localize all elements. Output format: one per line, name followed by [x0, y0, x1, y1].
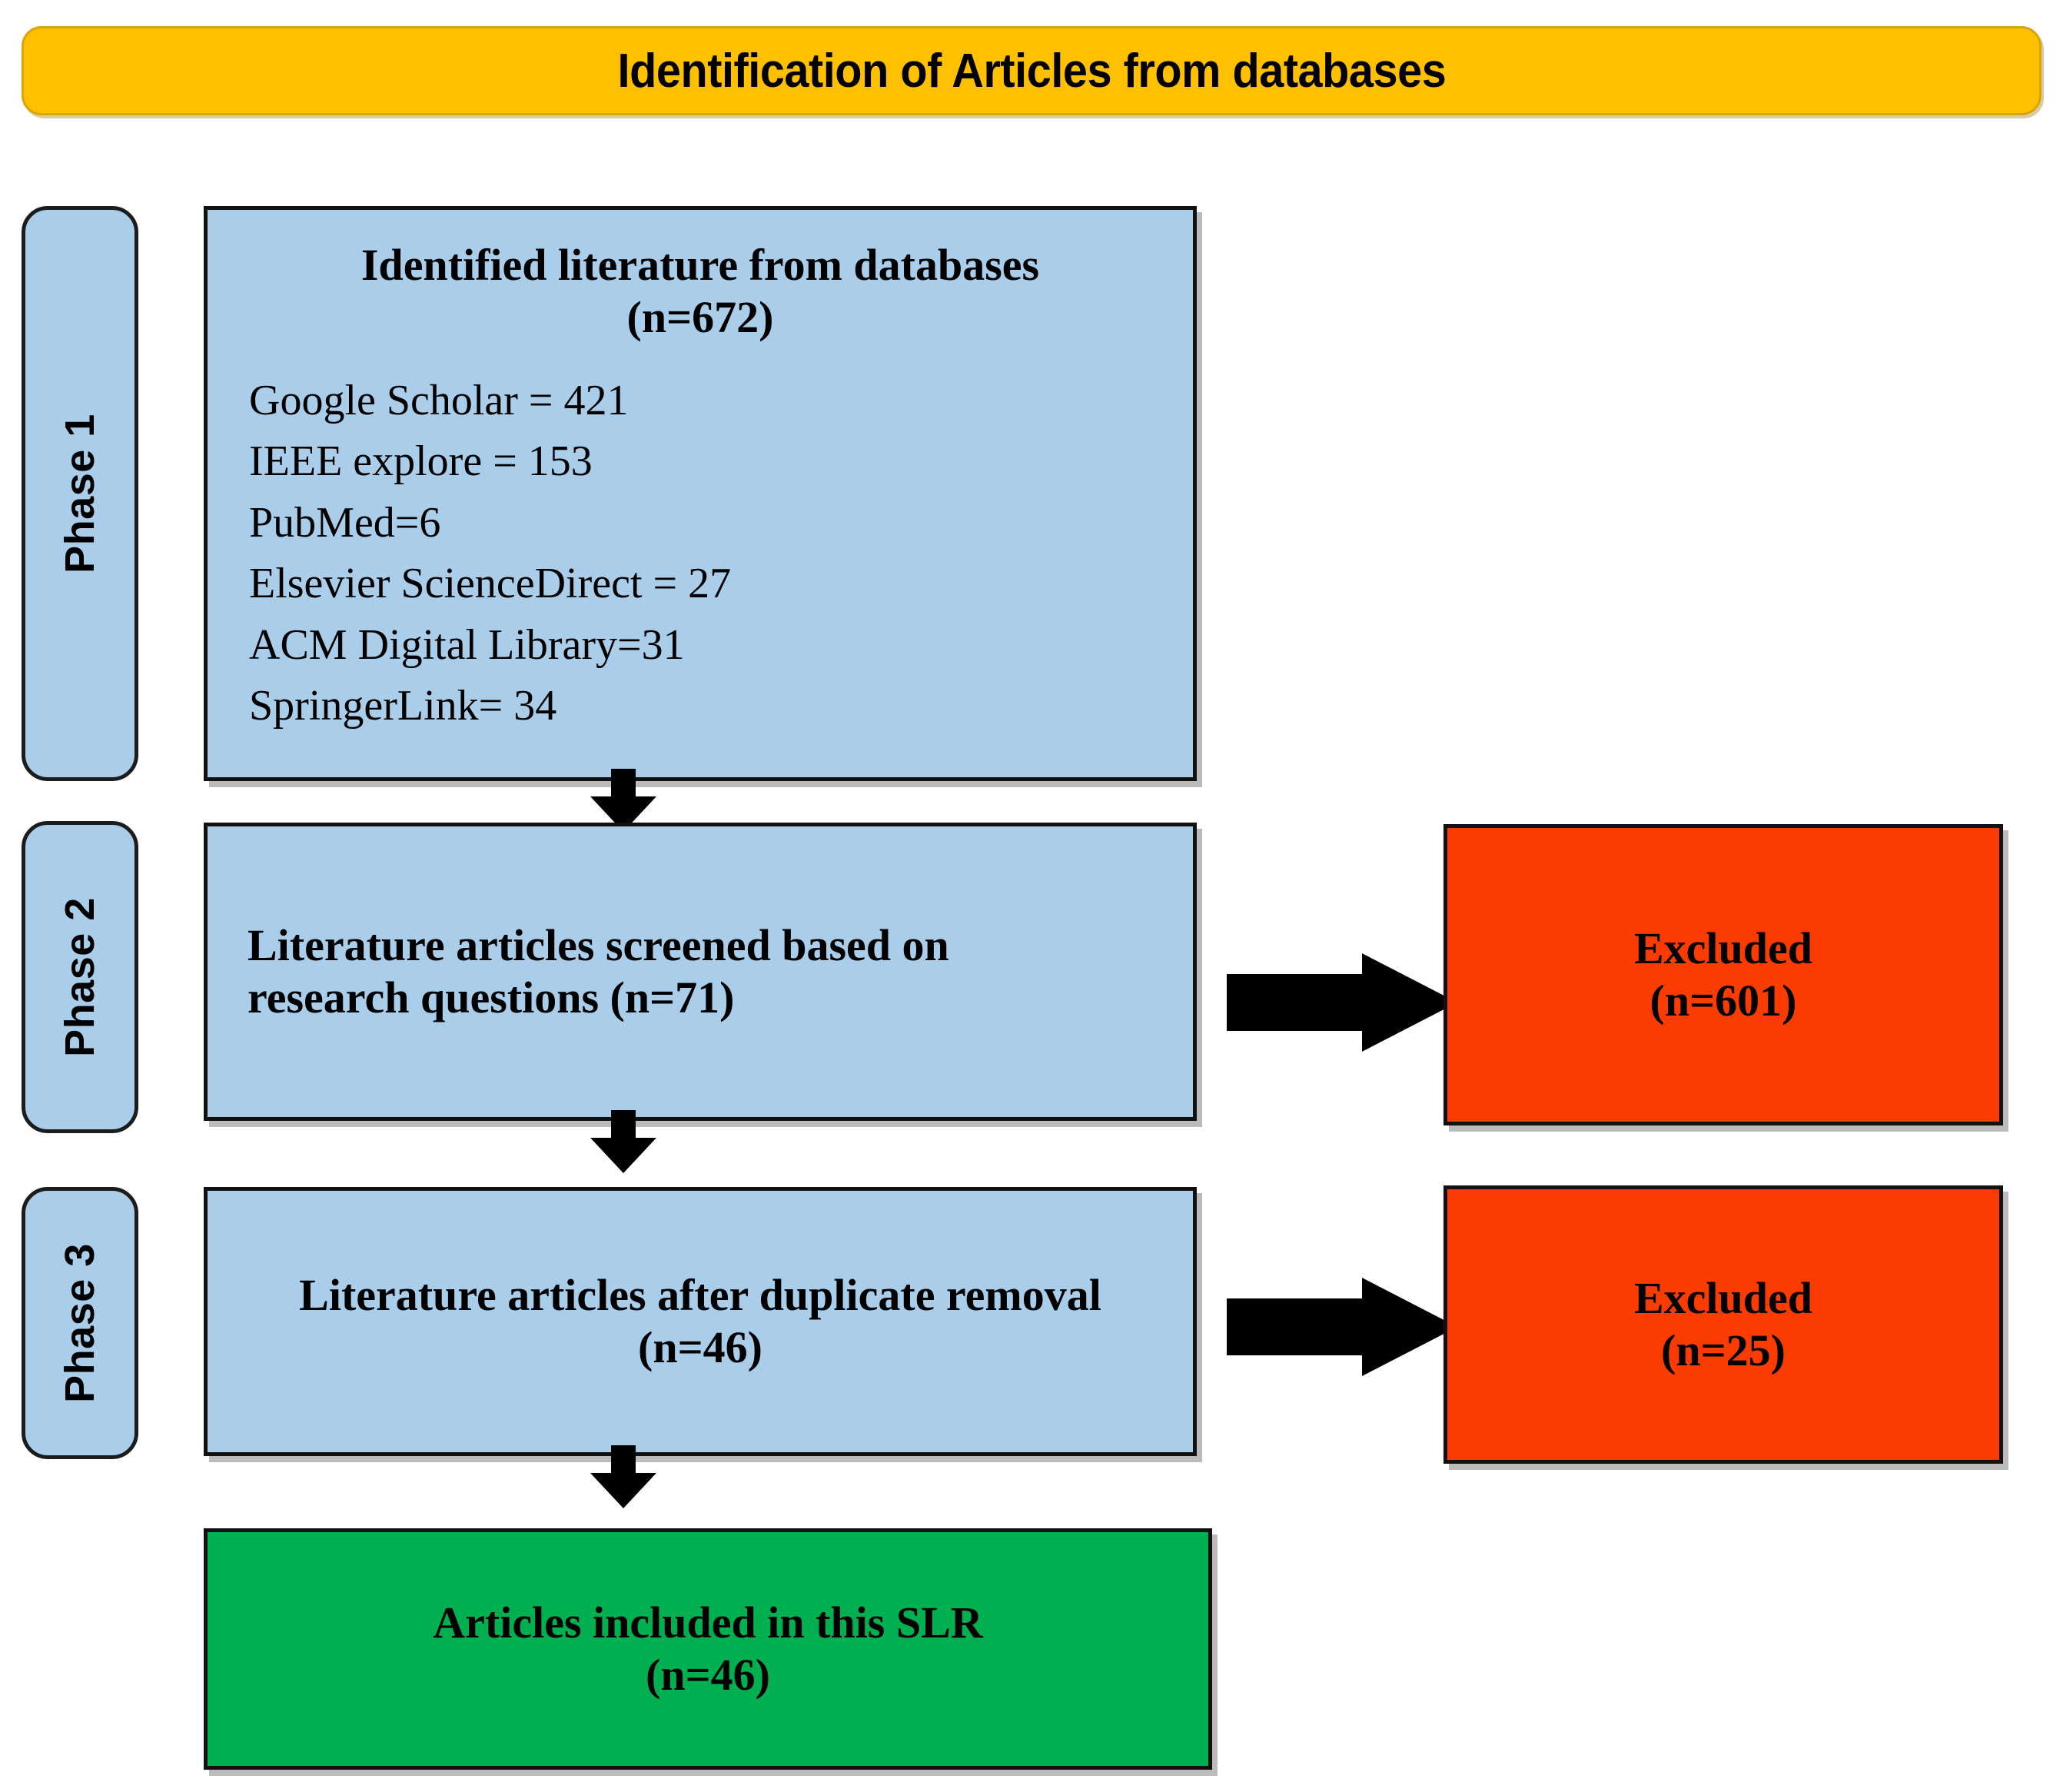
list-item: SpringerLink= 34 — [249, 682, 557, 730]
arrow-head — [590, 1473, 656, 1508]
list-item: ACM Digital Library=31 — [249, 620, 685, 669]
arrow-down-icon — [590, 1110, 656, 1173]
box-duplicate-removal: Literature articles after duplicate remo… — [204, 1187, 1197, 1456]
excluded-1-heading: Excluded — [1633, 923, 1813, 973]
list-item: PubMed=6 — [249, 498, 441, 547]
box-excluded-601: Excluded (n=601) — [1443, 824, 2003, 1125]
arrow-head — [1362, 953, 1457, 1052]
phase-tab-1: Phase 1 — [22, 206, 138, 781]
arrow-shaft — [1227, 974, 1365, 1031]
box-excluded-25: Excluded (n=25) — [1443, 1185, 2003, 1464]
phase-tab-3-label: Phase 3 — [57, 1243, 104, 1403]
screened-line-2: research questions (n=71) — [247, 972, 735, 1022]
phase-tab-2: Phase 2 — [22, 821, 138, 1133]
arrow-shaft — [1227, 1298, 1365, 1355]
arrow-head — [1362, 1278, 1457, 1376]
arrow-head — [590, 1138, 656, 1173]
screened-line-1: Literature articles screened based on — [247, 919, 949, 970]
list-item: Elsevier ScienceDirect = 27 — [249, 560, 732, 608]
excluded-1-count: (n=601) — [1649, 976, 1797, 1026]
header-banner: Identification of Articles from database… — [22, 26, 2041, 115]
included-count: (n=46) — [646, 1650, 770, 1700]
phase-tab-1-label: Phase 1 — [57, 414, 104, 574]
phase-tab-3: Phase 3 — [22, 1187, 138, 1459]
duplicates-count: (n=46) — [638, 1322, 762, 1372]
box-identified-literature: Identified literature from databases (n=… — [204, 206, 1197, 781]
identified-heading: Identified literature from databases — [360, 240, 1040, 290]
arrow-right-icon — [1227, 953, 1457, 1052]
phase-tab-2-label: Phase 2 — [57, 897, 104, 1057]
arrow-down-icon — [590, 769, 656, 832]
included-heading: Articles included in this SLR — [433, 1597, 983, 1647]
box-screened-articles: Literature articles screened based on re… — [204, 823, 1197, 1121]
excluded-2-heading: Excluded — [1633, 1272, 1813, 1323]
box-articles-included: Articles included in this SLR (n=46) — [204, 1528, 1212, 1770]
duplicates-heading: Literature articles after duplicate remo… — [299, 1269, 1101, 1320]
page-title: Identification of Articles from database… — [617, 44, 1446, 98]
arrow-down-icon — [590, 1445, 656, 1508]
excluded-2-count: (n=25) — [1661, 1325, 1786, 1375]
database-source-list: Google Scholar = 421 IEEE explore = 153 … — [249, 371, 1151, 737]
list-item: Google Scholar = 421 — [249, 376, 629, 424]
list-item: IEEE explore = 153 — [249, 437, 593, 486]
identified-count: (n=672) — [626, 292, 774, 343]
arrow-right-icon — [1227, 1278, 1457, 1376]
